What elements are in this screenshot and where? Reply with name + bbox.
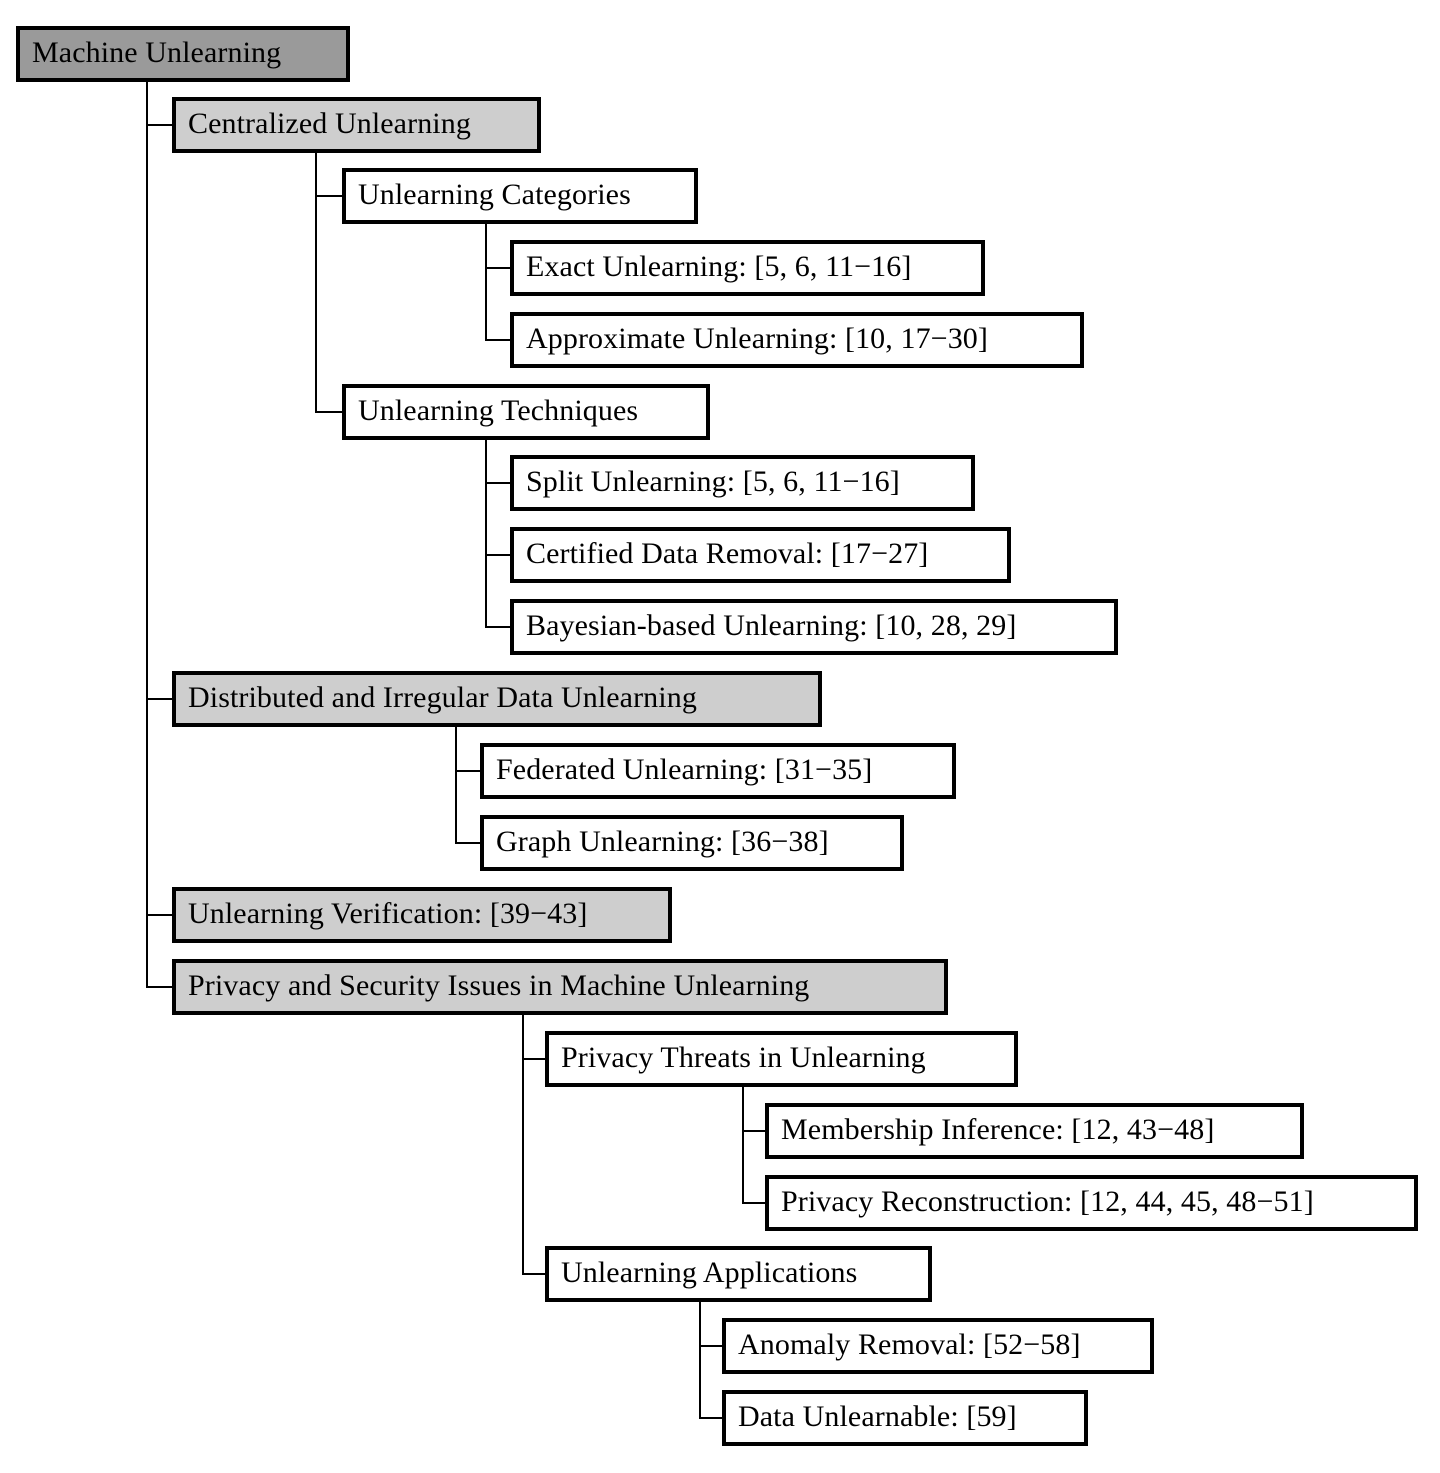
tree-node-verification[interactable]: Unlearning Verification: [39−43] — [172, 887, 672, 943]
connector-stub-bayesian — [485, 626, 512, 628]
tree-node-label-verification: Unlearning Verification: [39−43] — [188, 897, 588, 930]
tree-node-label-split: Split Unlearning: [5, 6, 11−16] — [526, 465, 900, 498]
tree-node-label-categories: Unlearning Categories — [358, 178, 631, 211]
connector-trunk-root — [146, 82, 148, 987]
tree-node-label-distributed: Distributed and Irregular Data Unlearnin… — [188, 681, 697, 714]
connector-trunk-privsec — [522, 1015, 524, 1274]
tree-node-label-threats: Privacy Threats in Unlearning — [561, 1041, 926, 1074]
connector-stub-reconstruct — [742, 1202, 766, 1204]
tree-node-distributed[interactable]: Distributed and Irregular Data Unlearnin… — [172, 671, 822, 727]
tree-node-label-unlearnable: Data Unlearnable: [59] — [738, 1400, 1017, 1433]
connector-trunk-techniques — [485, 440, 487, 627]
tree-node-techniques[interactable]: Unlearning Techniques — [342, 384, 710, 440]
connector-stub-categories — [315, 195, 344, 197]
connector-stub-approximate — [485, 339, 512, 341]
tree-node-label-applications: Unlearning Applications — [561, 1256, 858, 1289]
tree-node-federated[interactable]: Federated Unlearning: [31−35] — [480, 743, 956, 799]
tree-node-label-graph: Graph Unlearning: [36−38] — [496, 825, 829, 858]
connector-stub-split — [485, 482, 512, 484]
connector-stub-federated — [455, 770, 481, 772]
tree-node-centralized[interactable]: Centralized Unlearning — [172, 97, 541, 153]
connector-stub-exact — [485, 267, 512, 269]
connector-stub-certified — [485, 554, 512, 556]
tree-node-label-federated: Federated Unlearning: [31−35] — [496, 753, 873, 786]
tree-node-threats[interactable]: Privacy Threats in Unlearning — [545, 1031, 1018, 1087]
tree-node-exact[interactable]: Exact Unlearning: [5, 6, 11−16] — [510, 240, 985, 296]
tree-node-applications[interactable]: Unlearning Applications — [545, 1246, 932, 1302]
tree-node-label-exact: Exact Unlearning: [5, 6, 11−16] — [526, 250, 912, 283]
tree-node-bayesian[interactable]: Bayesian-based Unlearning: [10, 28, 29] — [510, 599, 1118, 655]
tree-node-label-techniques: Unlearning Techniques — [358, 394, 639, 427]
connector-stub-verification — [146, 914, 174, 916]
connector-stub-graph — [455, 842, 481, 844]
connector-trunk-applications — [699, 1302, 701, 1418]
tree-node-anomaly[interactable]: Anomaly Removal: [52−58] — [722, 1318, 1154, 1374]
connector-stub-membership — [742, 1130, 766, 1132]
tree-node-label-reconstruction: Privacy Reconstruction: [12, 44, 45, 48−… — [781, 1185, 1314, 1218]
tree-node-label-certified: Certified Data Removal: [17−27] — [526, 537, 929, 570]
tree-node-graph[interactable]: Graph Unlearning: [36−38] — [480, 815, 904, 871]
connector-stub-privsec — [146, 986, 174, 988]
tree-node-label-centralized: Centralized Unlearning — [188, 107, 471, 140]
tree-node-label-bayesian: Bayesian-based Unlearning: [10, 28, 29] — [526, 609, 1017, 642]
connector-stub-threats — [522, 1058, 546, 1060]
connector-stub-unlearnable — [699, 1417, 723, 1419]
connector-trunk-distributed — [455, 727, 457, 843]
tree-node-label-anomaly: Anomaly Removal: [52−58] — [738, 1328, 1081, 1361]
tree-node-approximate[interactable]: Approximate Unlearning: [10, 17−30] — [510, 312, 1084, 368]
tree-node-label-membership: Membership Inference: [12, 43−48] — [781, 1113, 1215, 1146]
connector-stub-centralized — [146, 124, 174, 126]
tree-node-split[interactable]: Split Unlearning: [5, 6, 11−16] — [510, 455, 975, 511]
connector-trunk-centralized — [315, 153, 317, 412]
tree-node-unlearnable[interactable]: Data Unlearnable: [59] — [722, 1390, 1088, 1446]
tree-node-membership[interactable]: Membership Inference: [12, 43−48] — [765, 1103, 1304, 1159]
tree-node-label-approximate: Approximate Unlearning: [10, 17−30] — [526, 322, 988, 355]
connector-trunk-categories — [485, 224, 487, 340]
connector-stub-techniques — [315, 411, 344, 413]
connector-stub-distributed — [146, 698, 174, 700]
connector-stub-applications — [522, 1273, 546, 1275]
tree-node-privacysecurity[interactable]: Privacy and Security Issues in Machine U… — [172, 959, 948, 1015]
tree-node-certified[interactable]: Certified Data Removal: [17−27] — [510, 527, 1011, 583]
tree-node-label-root: Machine Unlearning — [32, 36, 282, 69]
tree-node-label-privacysecurity: Privacy and Security Issues in Machine U… — [188, 969, 810, 1002]
connector-stub-anomaly — [699, 1345, 723, 1347]
tree-node-root[interactable]: Machine Unlearning — [16, 26, 350, 82]
tree-node-reconstruction[interactable]: Privacy Reconstruction: [12, 44, 45, 48−… — [765, 1175, 1418, 1231]
connector-trunk-threats — [742, 1087, 744, 1203]
tree-node-categories[interactable]: Unlearning Categories — [342, 168, 698, 224]
